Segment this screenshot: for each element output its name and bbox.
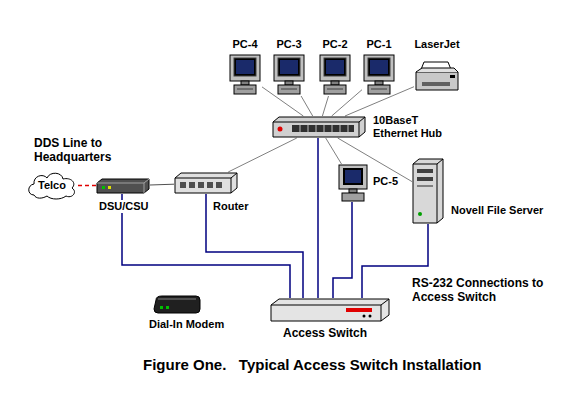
device-label: DSU/CSU [98, 200, 150, 213]
note-label: DDS Line to Headquarters [34, 136, 134, 165]
pc-icon [228, 54, 262, 96]
device-label: PC-2 [321, 38, 348, 51]
note-label: RS-232 Connections to Access Switch [412, 276, 552, 305]
hub-icon [272, 116, 366, 138]
device-node: Access Switch [270, 298, 390, 322]
network-cable [150, 184, 174, 186]
network-cable [322, 96, 328, 116]
network-cable [317, 138, 319, 298]
device-node: PC-5 [338, 164, 368, 202]
server-icon [412, 158, 444, 224]
device-node: PC-1 [362, 54, 396, 96]
network-cable [301, 96, 313, 116]
modem-icon [152, 294, 202, 314]
device-node: Router [174, 172, 238, 194]
device-label: PC-4 [231, 38, 258, 51]
printer-icon [414, 60, 460, 94]
device-node: PC-3 [272, 54, 306, 96]
device-node: DSU/CSU [96, 178, 150, 194]
device-node: LaserJet [414, 60, 460, 94]
device-node: PC-4 [228, 54, 262, 96]
network-cable [228, 138, 297, 172]
device-label: LaserJet [413, 38, 460, 51]
device-node: 10BaseT Ethernet Hub [272, 116, 366, 138]
dsu-icon [96, 178, 150, 194]
router-icon [174, 172, 238, 194]
device-label: Router [212, 200, 249, 213]
device-node: Novell File Server [412, 158, 444, 224]
device-label: 10BaseT Ethernet Hub [372, 114, 458, 140]
pc-icon [362, 54, 396, 96]
pc-icon [272, 54, 306, 96]
device-label: PC-3 [275, 38, 302, 51]
device-label: PC-5 [372, 175, 399, 188]
figure-caption: Figure One. Typical Access Switch Instal… [143, 356, 481, 374]
device-label: Telco [26, 170, 78, 200]
device-node: Telco [26, 170, 78, 200]
network-cable [326, 138, 342, 164]
sw-icon [270, 298, 390, 322]
device-node: PC-2 [318, 54, 352, 96]
device-label: Dial-In Modem [148, 318, 225, 331]
device-label: PC-1 [365, 38, 392, 51]
pc-icon [318, 54, 352, 96]
device-label: Access Switch [282, 326, 368, 340]
device-node: Dial-In Modem [152, 294, 202, 314]
pc5-icon [338, 164, 368, 202]
network-cable [78, 185, 96, 187]
device-label: Novell File Server [450, 204, 544, 217]
network-cable [333, 202, 352, 298]
network-cable [206, 194, 303, 298]
